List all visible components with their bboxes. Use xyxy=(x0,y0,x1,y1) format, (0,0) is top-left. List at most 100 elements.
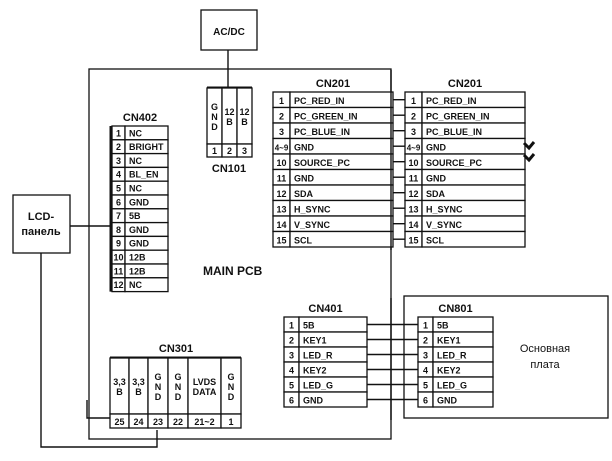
pin-signal: NC xyxy=(129,280,142,290)
pin-signal: BL_EN xyxy=(129,170,159,180)
pin-label: D xyxy=(175,392,182,402)
check-marks xyxy=(522,141,536,163)
pin-number: 3 xyxy=(116,156,121,166)
pin-number: 15 xyxy=(408,236,418,246)
pin-number: 3 xyxy=(289,351,294,361)
pin-signal: 5B xyxy=(129,211,141,221)
check-mark-icon xyxy=(522,141,536,151)
pin-label: N xyxy=(155,382,162,392)
pin-signal-cell xyxy=(432,391,494,408)
pin-number: 1 xyxy=(289,321,294,331)
pin-label: D xyxy=(211,122,218,132)
pin-number: 2 xyxy=(289,336,294,346)
pin-label: 3,3 xyxy=(113,377,126,387)
pin-number: 6 xyxy=(116,197,121,207)
pin-number: 1 xyxy=(411,96,416,106)
pin-number: 5 xyxy=(116,184,121,194)
pin-number: 4~9 xyxy=(275,144,289,153)
pin-number: 11 xyxy=(114,266,124,276)
lcd-panel-label-1: LCD- xyxy=(28,211,55,223)
connector-title: CN801 xyxy=(438,303,472,315)
pin-signal: LED_R xyxy=(303,351,333,361)
pin-number: 2 xyxy=(116,142,121,152)
pin-signal: V_SYNC xyxy=(294,220,331,230)
pin-number: 23 xyxy=(153,417,163,427)
pin-number: 15 xyxy=(276,236,286,246)
pin-signal: LED_R xyxy=(437,351,467,361)
lcd-panel-label-2: панель xyxy=(21,226,61,238)
pin-signal: LED_G xyxy=(437,381,467,391)
pin-signal: PC_RED_IN xyxy=(426,96,477,106)
pin-signal: PC_GREEN_IN xyxy=(426,112,490,122)
check-mark-icon xyxy=(522,153,536,163)
pin-signal: SOURCE_PC xyxy=(426,158,483,168)
pin-label: G xyxy=(211,102,218,112)
pin-label: N xyxy=(228,382,235,392)
pin-signal: GND xyxy=(294,174,315,184)
pin-number: 4 xyxy=(289,366,294,376)
main-pcb-label: MAIN PCB xyxy=(203,264,263,278)
pin-number: 2 xyxy=(279,112,284,122)
pin-label: N xyxy=(175,382,182,392)
inter-connector-wires xyxy=(367,70,418,420)
connector-title: CN301 xyxy=(159,343,193,355)
pin-number: 4~9 xyxy=(407,144,421,153)
pin-label: DATA xyxy=(193,387,217,397)
pin-signal: GND xyxy=(426,174,447,184)
pin-signal: SCL xyxy=(426,236,445,246)
pin-signal: 5B xyxy=(437,321,449,331)
pin-number: 24 xyxy=(133,417,143,427)
pin-signal: SDA xyxy=(294,189,314,199)
pin-label: N xyxy=(211,112,218,122)
pin-label: G xyxy=(174,372,181,382)
pin-signal: SDA xyxy=(426,189,446,199)
pin-signal: PC_RED_IN xyxy=(294,96,345,106)
pin-number: 10 xyxy=(276,158,286,168)
connector-title: CN201 xyxy=(448,78,482,90)
pin-signal: NC xyxy=(129,156,142,166)
pin-number: 2 xyxy=(423,336,428,346)
cn301-return-wire xyxy=(86,400,111,419)
pin-signal: PC_BLUE_IN xyxy=(426,127,482,137)
connector-title: CN402 xyxy=(123,112,157,124)
pin-label: D xyxy=(155,392,162,402)
pin-signal: PC_BLUE_IN xyxy=(294,127,350,137)
pin-signal: GND xyxy=(303,396,324,406)
pin-number: 8 xyxy=(116,225,121,235)
pin-number: 11 xyxy=(409,174,419,184)
pin-signal: GND xyxy=(437,396,458,406)
pin-label: B xyxy=(226,117,233,127)
pin-number: 3 xyxy=(423,351,428,361)
pin-number: 1 xyxy=(423,321,428,331)
pin-number: 1 xyxy=(116,128,121,138)
pin-number: 4 xyxy=(116,170,121,180)
pin-number: 25 xyxy=(114,417,124,427)
connector-title: CN201 xyxy=(316,78,350,90)
pin-signal: KEY2 xyxy=(303,366,327,376)
pin-number: 7 xyxy=(116,211,121,221)
pin-label: G xyxy=(154,372,161,382)
pin-label: LVDS xyxy=(193,377,216,387)
pin-signal: V_SYNC xyxy=(426,220,463,230)
pin-number: 12 xyxy=(113,280,123,290)
pin-signal: 12B xyxy=(129,266,146,276)
pin-label: D xyxy=(228,392,235,402)
pin-number-cell xyxy=(220,413,242,429)
pin-signal: H_SYNC xyxy=(294,205,331,215)
lcd-panel-block xyxy=(12,194,71,254)
pin-signal: 5B xyxy=(303,321,315,331)
pin-number: 13 xyxy=(276,205,286,215)
pin-number: 1 xyxy=(212,146,217,156)
connector-title: CN101 xyxy=(212,163,246,175)
pin-signal: GND xyxy=(129,239,150,249)
pin-number: 6 xyxy=(289,396,294,406)
pin-signal: 12B xyxy=(129,253,146,263)
pin-number: 4 xyxy=(423,366,428,376)
pin-signal: LED_G xyxy=(303,381,333,391)
pin-label: B xyxy=(116,387,123,397)
pin-label: B xyxy=(241,117,248,127)
connector-title: CN401 xyxy=(308,303,342,315)
pin-signal: SCL xyxy=(294,236,313,246)
